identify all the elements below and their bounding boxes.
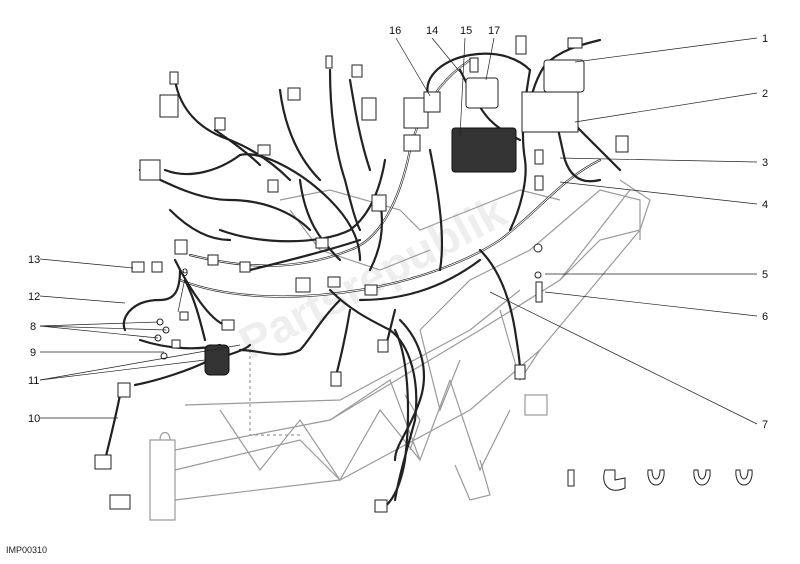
callout-10: 10: [28, 413, 40, 425]
callout-5: 5: [762, 269, 768, 281]
callout-15: 15: [460, 25, 472, 37]
callout-14: 14: [426, 25, 438, 37]
callout-7: 7: [762, 419, 768, 431]
callout-labels: 1 2 3 4 5 6 7 8 9 9 10 11 12 13 14 15 16…: [28, 25, 768, 431]
harness-components: [94, 35, 753, 513]
callout-9-lower: 9: [30, 347, 36, 359]
callout-2: 2: [762, 88, 768, 100]
callout-13: 13: [28, 254, 40, 266]
callout-6: 6: [762, 311, 768, 323]
connector-part: [159, 94, 179, 118]
relay-part: [204, 344, 230, 376]
regulator-part: [451, 127, 517, 173]
callout-9-upper: 9: [182, 267, 188, 279]
callout-16: 16: [389, 25, 401, 37]
callout-17: 17: [488, 25, 500, 37]
callout-11: 11: [28, 375, 39, 387]
callout-3: 3: [762, 157, 768, 169]
watermark-text: Partsrepublik: [230, 185, 514, 369]
callout-4: 4: [762, 199, 768, 211]
callout-1: 1: [762, 33, 768, 45]
drawing-code: IMP00310: [6, 545, 48, 555]
callout-8: 8: [30, 321, 36, 333]
main-harness: [103, 38, 622, 512]
callout-12: 12: [28, 291, 40, 303]
callout-leaders: [39, 37, 758, 425]
